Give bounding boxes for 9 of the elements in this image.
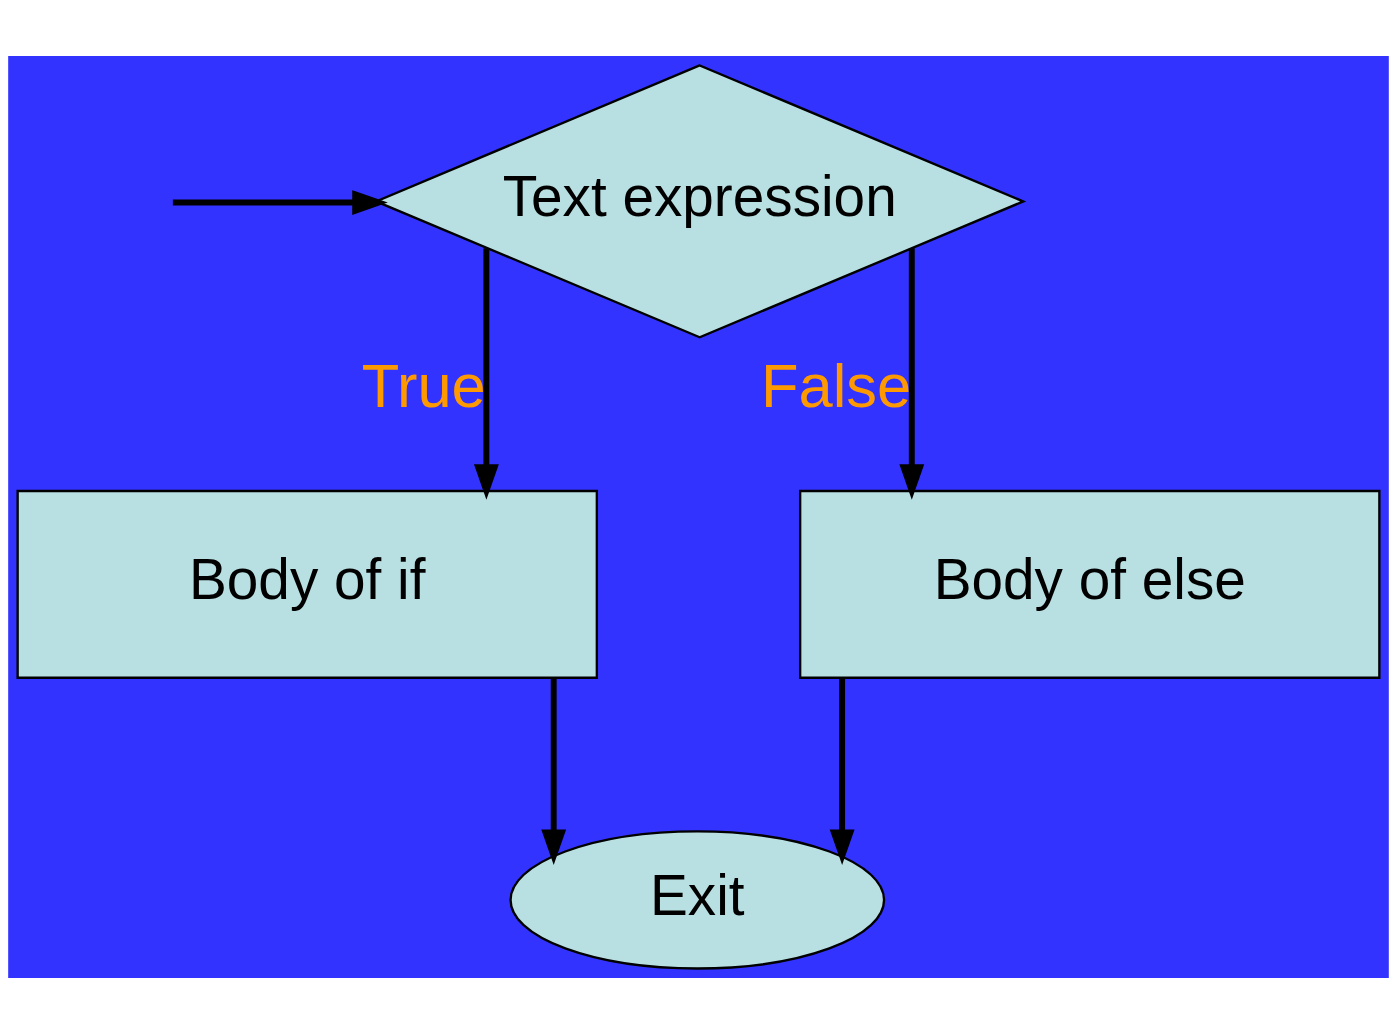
arrow bbox=[172, 189, 388, 215]
node-box: Body of else bbox=[799, 489, 1381, 679]
edge-label: False bbox=[761, 350, 912, 420]
node-box: Body of if bbox=[16, 489, 598, 679]
arrow bbox=[541, 677, 567, 865]
arrow bbox=[829, 677, 855, 865]
edge-label: True bbox=[361, 350, 486, 420]
arrow bbox=[473, 247, 499, 500]
arrow bbox=[899, 247, 925, 500]
